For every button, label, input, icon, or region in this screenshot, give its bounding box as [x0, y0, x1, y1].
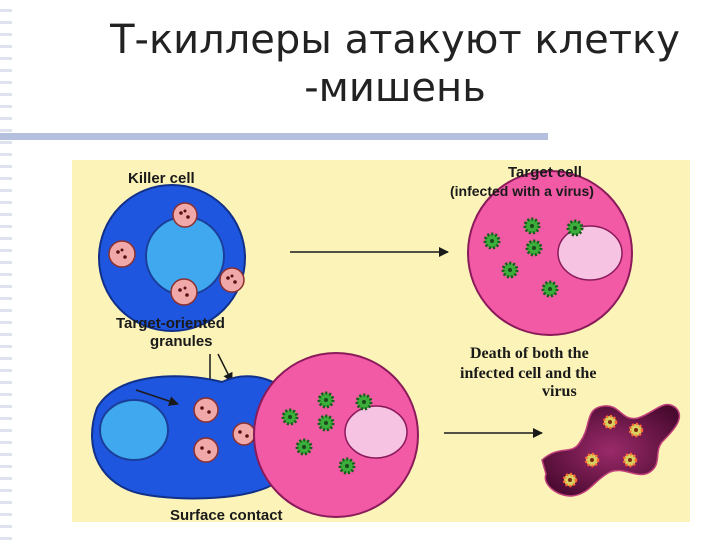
killer-cell-label: Killer cell — [128, 170, 195, 187]
target-contact-nucleus — [344, 405, 408, 459]
granules-label-line-2: granules — [150, 333, 213, 350]
dead-cell — [541, 403, 681, 497]
death-label-line-3: virus — [542, 383, 577, 400]
target-cell — [467, 170, 633, 336]
target-nucleus — [557, 225, 623, 281]
target-cell-sublabel: (infected with a virus) — [450, 183, 594, 199]
slide-title-line-2: -мишень — [304, 65, 486, 111]
slide-side-stripes — [0, 0, 12, 540]
slide-title-line-1: Т-киллеры атакуют клетку — [110, 17, 680, 63]
granule — [193, 397, 256, 463]
t-killer-diagram: Killer cell Target cell (infected with a… — [72, 160, 690, 522]
target-cell-contact — [253, 352, 419, 518]
death-label-line-2: infected cell and the — [460, 365, 596, 382]
granules-pointer-2 — [217, 353, 233, 383]
target-cell-label: Target cell — [508, 164, 582, 181]
killer-cell — [98, 184, 246, 332]
granule — [108, 202, 245, 306]
contact-pointer — [135, 389, 179, 406]
surface-contact-label: Surface contact — [170, 507, 283, 522]
slide-title: Т-киллеры атакуют клетку -мишень — [80, 16, 710, 112]
death-label-line-1: Death of both the — [470, 345, 589, 362]
killer-contact-nucleus — [99, 399, 169, 461]
killer-cell-contact — [91, 375, 303, 500]
diagram-canvas: Killer cell Target cell (infected with a… — [91, 164, 681, 522]
title-underline — [0, 133, 548, 140]
granules-label-line-1: Target-oriented — [116, 315, 225, 332]
